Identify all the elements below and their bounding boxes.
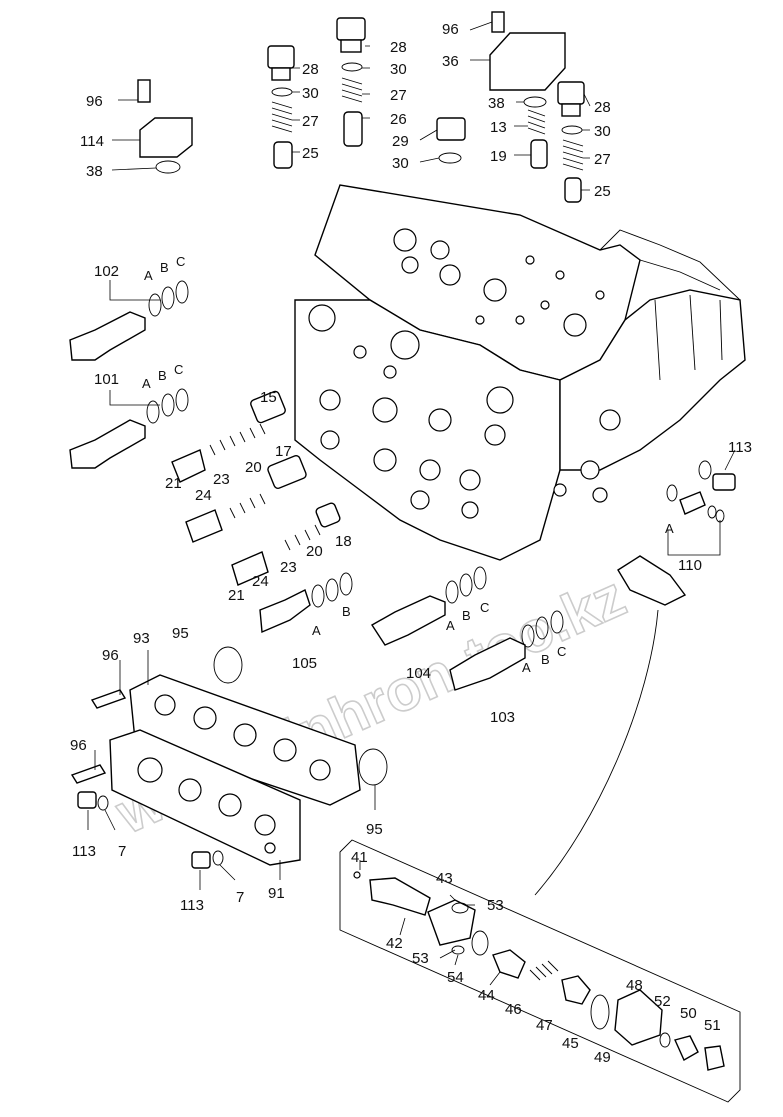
callout-96: 96 (86, 93, 103, 110)
callout-25: 25 (302, 145, 319, 162)
callout-104: 104 (406, 665, 431, 682)
callout-103-c: C (557, 644, 566, 659)
callout-104-a: A (446, 618, 455, 633)
callout-15: 15 (260, 389, 277, 406)
callout-53: 53 (487, 897, 504, 914)
callout-103: 103 (490, 709, 515, 726)
callout-30: 30 (594, 123, 611, 140)
callout-105: 105 (292, 655, 317, 672)
callout-24: 24 (252, 573, 269, 590)
callout-96: 96 (102, 647, 119, 664)
callout-102-b: B (160, 260, 169, 275)
callout-25: 25 (594, 183, 611, 200)
callout-105-b: B (342, 604, 351, 619)
top-components (137, 11, 585, 203)
callout-101-b: B (158, 368, 167, 383)
callout-52: 52 (654, 993, 671, 1010)
callout-96: 96 (442, 21, 459, 38)
callout-103-a: A (522, 660, 531, 675)
callout-45: 45 (562, 1035, 579, 1052)
callout-101-a: A (142, 376, 151, 391)
callout-38: 38 (86, 163, 103, 180)
callout-113: 113 (180, 897, 204, 914)
callout-103-b: B (541, 652, 550, 667)
callout-18: 18 (335, 533, 352, 550)
control-valve-body (294, 184, 746, 561)
callout-7: 7 (118, 843, 126, 860)
callout-21: 21 (228, 587, 245, 604)
callout-104-b: B (462, 608, 471, 623)
callout-28: 28 (390, 39, 407, 56)
callout-20: 20 (306, 543, 323, 560)
callout-114: 114 (80, 133, 104, 150)
callout-105-a: A (312, 623, 321, 638)
callout-47: 47 (536, 1017, 553, 1034)
port-plates (70, 646, 388, 869)
callout-96: 96 (70, 737, 87, 754)
callout-104-c: C (480, 600, 489, 615)
callout-28: 28 (594, 99, 611, 116)
callout-27: 27 (594, 151, 611, 168)
callout-27: 27 (390, 87, 407, 104)
callout-42: 42 (386, 935, 403, 952)
callout-113: 113 (72, 843, 96, 860)
callout-48: 48 (626, 977, 643, 994)
callout-113: 113 (728, 439, 752, 456)
callout-43: 43 (436, 870, 453, 887)
callout-102: 102 (94, 263, 119, 280)
leader-lines (87, 21, 736, 986)
callout-95: 95 (366, 821, 383, 838)
callout-23: 23 (280, 559, 297, 576)
callout-41: 41 (351, 849, 368, 866)
callout-51: 51 (704, 1017, 721, 1034)
callout-30: 30 (302, 85, 319, 102)
callout-17: 17 (275, 443, 292, 460)
callout-23: 23 (213, 471, 230, 488)
callout-53: 53 (412, 950, 429, 967)
callout-27: 27 (302, 113, 319, 130)
callout-19: 19 (490, 148, 507, 165)
callout-50: 50 (680, 1005, 697, 1022)
callout-93: 93 (133, 630, 150, 647)
callout-26: 26 (390, 111, 407, 128)
detail-inset (339, 609, 741, 1103)
callout-21: 21 (165, 475, 182, 492)
callout-91: 91 (268, 885, 285, 902)
callout-102-a: A (144, 268, 153, 283)
callout-44: 44 (478, 987, 495, 1004)
callout-20: 20 (245, 459, 262, 476)
relief-valves-left (69, 280, 736, 691)
callout-28: 28 (302, 61, 319, 78)
callout-labels: 96 114 38 28 30 27 25 28 30 27 26 29 30 … (70, 21, 752, 1066)
callout-36: 36 (442, 53, 459, 70)
callout-49: 49 (594, 1049, 611, 1066)
callout-110-a: A (665, 521, 674, 536)
callout-24: 24 (195, 487, 212, 504)
callout-30: 30 (390, 61, 407, 78)
callout-54: 54 (447, 969, 464, 986)
callout-29: 29 (392, 133, 409, 150)
callout-110: 110 (678, 557, 702, 574)
callout-102-c: C (176, 254, 185, 269)
callout-38: 38 (488, 95, 505, 112)
callout-95: 95 (172, 625, 189, 642)
callout-30: 30 (392, 155, 409, 172)
callout-13: 13 (490, 119, 507, 136)
callout-101: 101 (94, 371, 119, 388)
callout-101-c: C (174, 362, 183, 377)
callout-46: 46 (505, 1001, 522, 1018)
callout-7: 7 (236, 889, 244, 906)
